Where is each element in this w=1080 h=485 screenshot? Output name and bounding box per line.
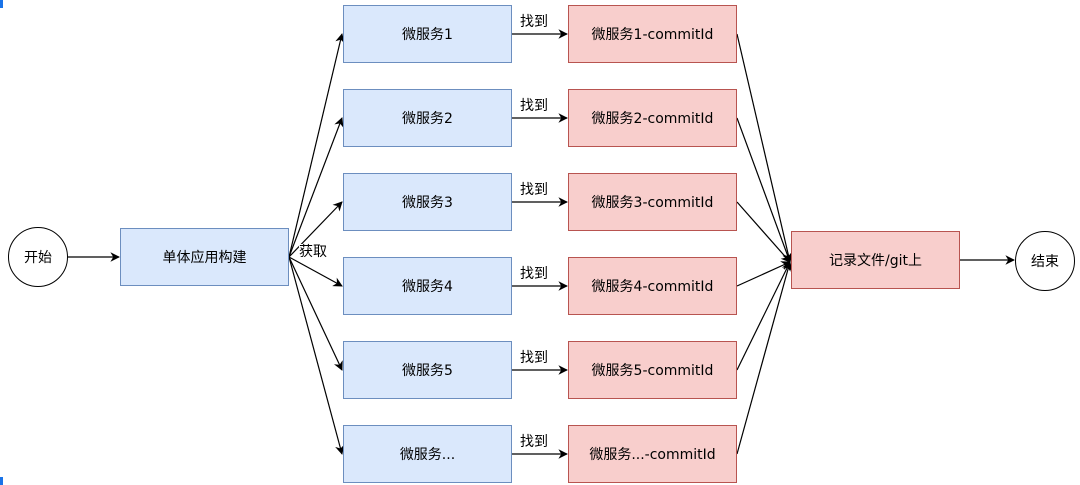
found-label: 找到 <box>520 350 548 366</box>
commit-node: 微服务...-commitId <box>568 425 737 483</box>
service-label: 微服务... <box>399 447 456 463</box>
end-label: 结束 <box>1031 254 1059 270</box>
commit-node: 微服务3-commitId <box>568 173 737 231</box>
edge-commit-to-record <box>736 261 791 287</box>
commit-node: 微服务4-commitId <box>568 257 737 315</box>
commit-label: 微服务4-commitId <box>591 279 714 295</box>
edge-commit-to-record <box>736 33 793 263</box>
edge-commit-to-record <box>736 201 791 263</box>
commit-label: 微服务1-commitId <box>591 27 714 43</box>
commit-node: 微服务2-commitId <box>568 89 737 147</box>
edge-marker-top <box>0 0 3 8</box>
service-label: 微服务4 <box>402 279 453 295</box>
edge-build-to-service <box>288 256 343 371</box>
edge-build-to-service <box>288 201 343 258</box>
build-node: 单体应用构建 <box>120 228 289 286</box>
service-node: 微服务5 <box>343 341 512 399</box>
commit-label: 微服务...-commitId <box>589 447 716 463</box>
commit-label: 微服务3-commitId <box>591 195 714 211</box>
found-label: 找到 <box>520 434 548 450</box>
record-node: 记录文件/git上 <box>791 231 960 289</box>
service-node: 微服务4 <box>343 257 512 315</box>
commit-node: 微服务1-commitId <box>568 5 737 63</box>
service-label: 微服务3 <box>402 195 453 211</box>
edge-commit-to-record <box>736 117 792 263</box>
edge-build-to-service <box>288 256 343 287</box>
edge-commit-to-record <box>736 261 791 371</box>
start-node: 开始 <box>8 227 68 287</box>
service-node: 微服务... <box>343 425 512 483</box>
edge-build-to-service <box>288 256 345 455</box>
service-node: 微服务1 <box>343 5 512 63</box>
edge-marker-bottom <box>0 477 3 485</box>
found-label: 找到 <box>520 98 548 114</box>
service-label: 微服务1 <box>402 27 453 43</box>
service-label: 微服务5 <box>402 363 453 379</box>
end-node: 结束 <box>1015 231 1075 291</box>
record-label: 记录文件/git上 <box>829 253 922 269</box>
edge-build-to-service <box>288 117 344 258</box>
found-label: 找到 <box>520 14 548 30</box>
build-label: 单体应用构建 <box>162 250 247 266</box>
service-label: 微服务2 <box>402 111 453 127</box>
start-label: 开始 <box>24 250 52 266</box>
fetch-label: 获取 <box>299 244 327 260</box>
commit-label: 微服务2-commitId <box>591 111 714 127</box>
commit-node: 微服务5-commitId <box>568 341 737 399</box>
edge-build-to-service <box>288 33 345 258</box>
edge-commit-to-record <box>736 261 793 455</box>
found-label: 找到 <box>520 266 548 282</box>
found-label: 找到 <box>520 182 548 198</box>
service-node: 微服务2 <box>343 89 512 147</box>
service-node: 微服务3 <box>343 173 512 231</box>
commit-label: 微服务5-commitId <box>591 363 714 379</box>
